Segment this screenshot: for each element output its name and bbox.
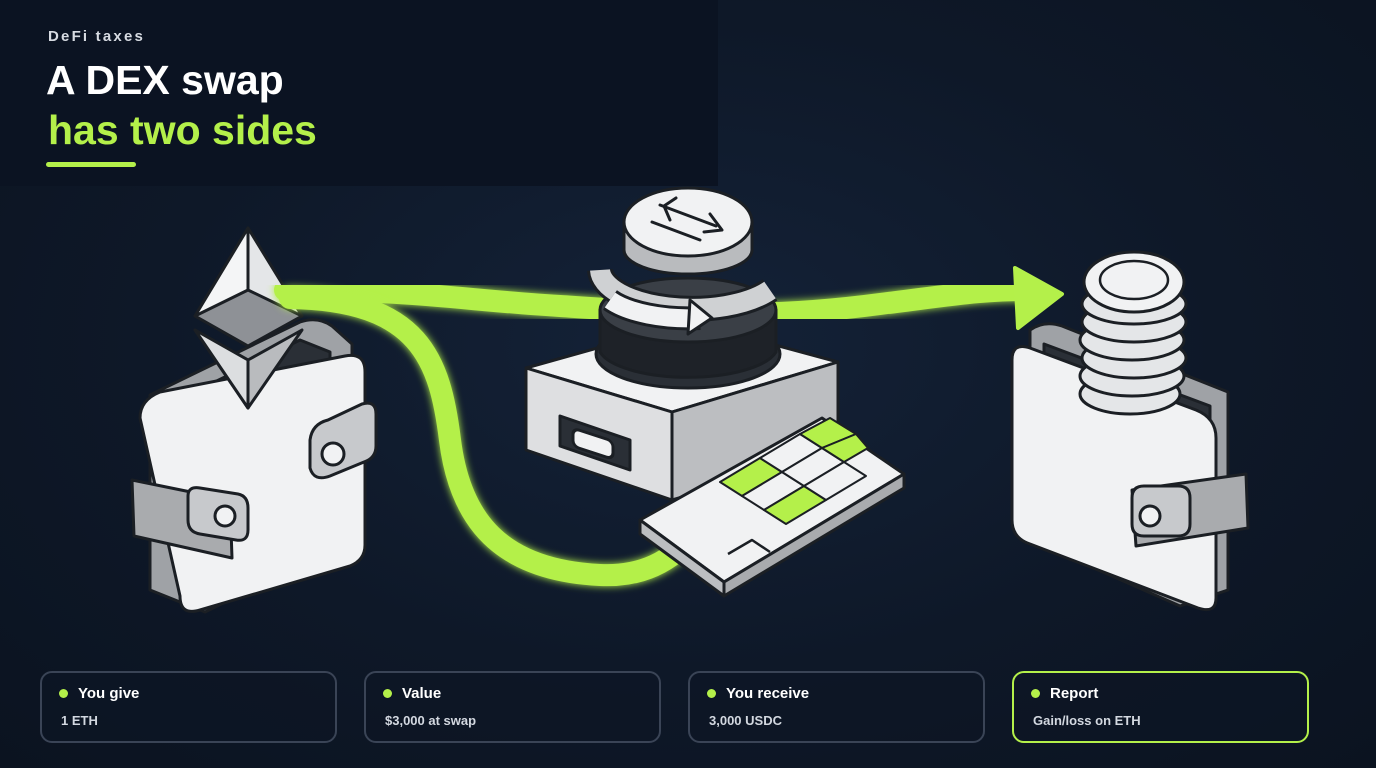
card-value: Value $3,000 at swap [364, 671, 661, 743]
card-bullet [59, 689, 68, 698]
swap-illustration [130, 186, 1250, 614]
card-bullet [707, 689, 716, 698]
title-line-2: has two sides [48, 107, 317, 153]
card-label: You receive [726, 685, 810, 702]
title-underline [46, 162, 136, 167]
swap-arrows-icon [650, 196, 724, 242]
card-label: Value [402, 685, 442, 702]
coin-stack-icon [1078, 250, 1188, 416]
card-bullet [383, 689, 392, 698]
card-report: Report Gain/loss on ETH [1012, 671, 1309, 743]
card-label: You give [78, 685, 140, 702]
ethereum-icon [193, 226, 304, 410]
header-panel: DeFi taxes A DEX swap has two sides [0, 0, 718, 186]
card-label: Report [1050, 685, 1099, 702]
card-value-text: 3,000 USDC [709, 713, 782, 728]
card-value: 1 ETH [61, 713, 98, 728]
receipt-icon [638, 416, 906, 598]
card-you-receive: You receive 3,000 USDC [688, 671, 985, 743]
lower-flow-arrow [279, 287, 726, 587]
card-value-text: Gain/loss on ETH [1033, 713, 1141, 728]
card-bullet [1031, 689, 1040, 698]
left-wallet-icon [130, 318, 378, 614]
card-value-text: $3,000 at swap [385, 713, 477, 728]
eyebrow-label: DeFi taxes [48, 28, 146, 45]
dex-machine-icon [524, 186, 840, 502]
card-you-give: You give 1 ETH [40, 671, 337, 743]
top-arrowhead [1013, 266, 1064, 330]
title-line-1: A DEX swap [46, 57, 284, 103]
